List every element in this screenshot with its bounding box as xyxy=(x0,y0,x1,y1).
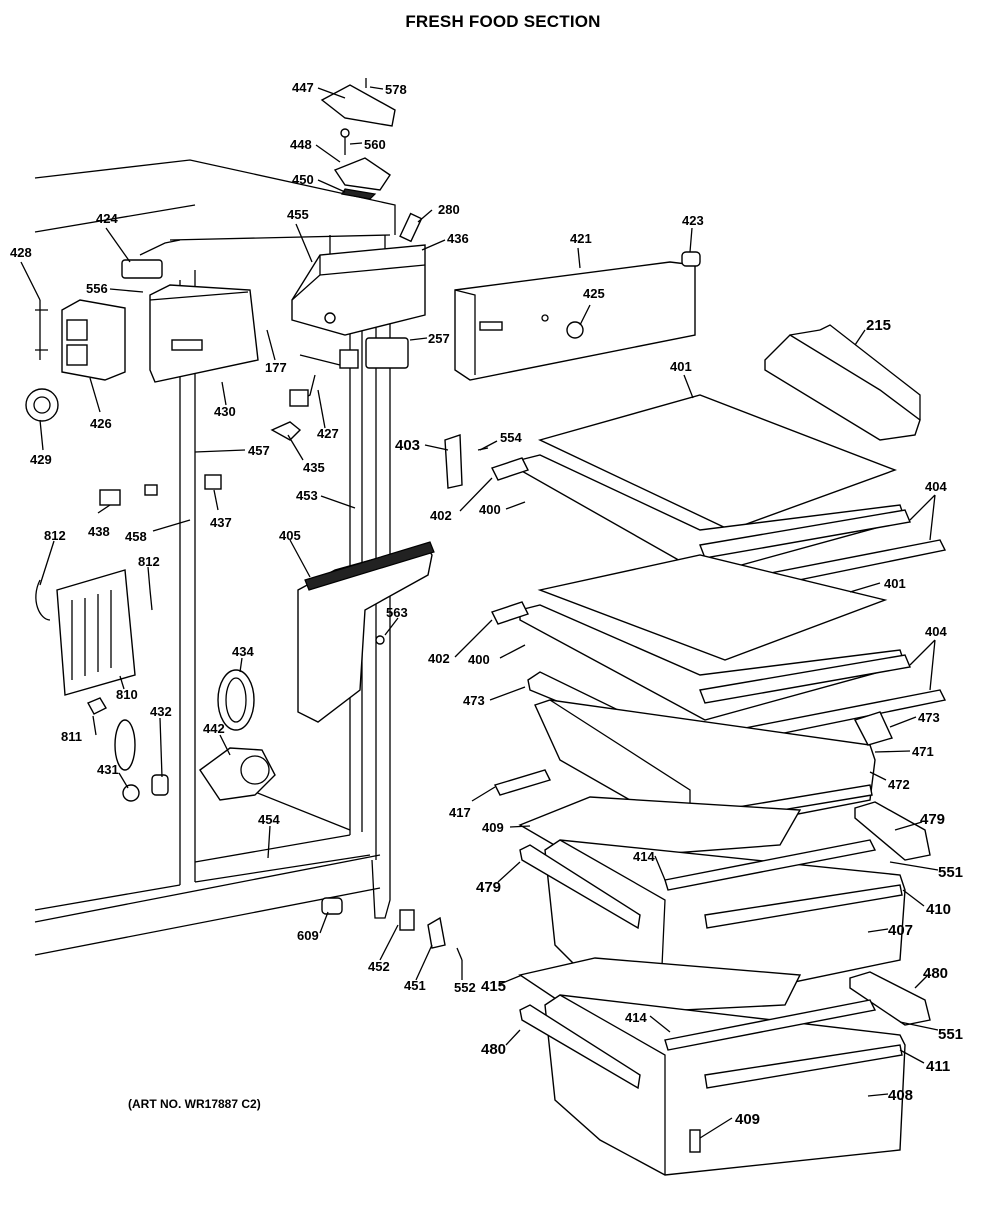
callout-280: 280 xyxy=(438,202,460,217)
diagram-title: FRESH FOOD SECTION xyxy=(405,12,601,31)
callout-409-upper: 409 xyxy=(482,820,504,835)
control-housing xyxy=(291,244,426,336)
callout-473-left: 473 xyxy=(463,693,485,708)
callout-417: 417 xyxy=(449,805,471,820)
callout-560: 560 xyxy=(364,137,386,152)
callout-421: 421 xyxy=(570,231,592,246)
top-hinge-assembly xyxy=(320,78,423,243)
callout-480-right: 480 xyxy=(923,965,948,982)
small-parts xyxy=(99,421,489,506)
callout-551-upper: 551 xyxy=(938,864,963,881)
callout-479-left: 479 xyxy=(476,879,501,896)
callout-402-upper: 402 xyxy=(430,508,452,523)
callout-435: 435 xyxy=(303,460,325,475)
callout-429: 429 xyxy=(30,452,52,467)
door-bin xyxy=(764,324,921,441)
callout-401-upper: 401 xyxy=(670,359,692,374)
callout-552: 552 xyxy=(454,980,476,995)
callout-400-upper: 400 xyxy=(479,502,501,517)
callout-402-lower: 402 xyxy=(428,651,450,666)
callout-257: 257 xyxy=(428,331,450,346)
callout-457: 457 xyxy=(248,443,270,458)
callout-471: 471 xyxy=(912,744,934,759)
leader-lines xyxy=(20,86,939,1139)
callout-414-upper: 414 xyxy=(633,849,655,864)
callout-454: 454 xyxy=(258,812,280,827)
callout-428: 428 xyxy=(10,245,32,260)
callout-403: 403 xyxy=(395,437,420,454)
callout-414-lower: 414 xyxy=(625,1010,647,1025)
callout-480-left: 480 xyxy=(481,1041,506,1058)
callout-415: 415 xyxy=(481,978,506,995)
callout-177: 177 xyxy=(265,360,287,375)
callout-473-right: 473 xyxy=(918,710,940,725)
lower-glass-shelf xyxy=(491,554,947,741)
callout-811: 811 xyxy=(61,729,82,744)
callout-458: 458 xyxy=(125,529,147,544)
callout-424: 424 xyxy=(96,211,118,226)
callout-400-lower: 400 xyxy=(468,652,490,667)
callout-405: 405 xyxy=(279,528,301,543)
callout-425: 425 xyxy=(583,286,605,301)
callout-472: 472 xyxy=(888,777,910,792)
lower-crisper-drawer xyxy=(518,957,931,1176)
callout-407: 407 xyxy=(888,922,913,939)
callout-447: 447 xyxy=(292,80,314,95)
callout-215: 215 xyxy=(866,317,891,334)
callout-609: 609 xyxy=(297,928,319,943)
callout-442: 442 xyxy=(203,721,225,736)
callout-551-lower: 551 xyxy=(938,1026,963,1043)
callout-430: 430 xyxy=(214,404,236,419)
callout-431: 431 xyxy=(97,762,119,777)
callout-426: 426 xyxy=(90,416,112,431)
callout-453: 453 xyxy=(296,488,318,503)
callout-427: 427 xyxy=(317,426,339,441)
art-number-label: (ART NO. WR17887 C2) xyxy=(128,1097,261,1111)
control-panel xyxy=(454,251,701,381)
callout-423: 423 xyxy=(682,213,704,228)
callout-438: 438 xyxy=(88,524,110,539)
callout-578: 578 xyxy=(385,82,407,97)
callout-556: 556 xyxy=(86,281,108,296)
callout-434: 434 xyxy=(232,644,254,659)
callout-455: 455 xyxy=(287,207,309,222)
callout-404-lower: 404 xyxy=(925,624,947,639)
callout-451: 451 xyxy=(404,978,426,993)
callout-432: 432 xyxy=(150,704,172,719)
callout-409-lower: 409 xyxy=(735,1111,760,1128)
callout-408: 408 xyxy=(888,1087,913,1104)
bottom-hardware xyxy=(321,897,463,961)
callout-437: 437 xyxy=(210,515,232,530)
callout-479-right: 479 xyxy=(920,811,945,828)
lamp-assembly xyxy=(114,669,276,802)
callout-436: 436 xyxy=(447,231,469,246)
cabinet-frame xyxy=(34,159,396,956)
callout-450: 450 xyxy=(292,172,314,187)
callout-554: 554 xyxy=(500,430,522,445)
air-duct xyxy=(297,541,435,723)
callout-labels: 578 447 560 448 450 280 455 436 424 428 … xyxy=(10,80,963,1128)
wiring-and-timer xyxy=(289,337,409,407)
callout-404-upper: 404 xyxy=(925,479,947,494)
callout-411: 411 xyxy=(926,1058,950,1075)
heater-panel xyxy=(35,569,153,715)
callout-563: 563 xyxy=(386,605,408,620)
callout-812-left: 812 xyxy=(44,528,66,543)
callout-410: 410 xyxy=(926,901,951,918)
callout-812-right: 812 xyxy=(138,554,160,569)
callout-452: 452 xyxy=(368,959,390,974)
left-electrical-parts xyxy=(25,239,259,422)
callout-810: 810 xyxy=(116,687,138,702)
callout-448: 448 xyxy=(290,137,312,152)
callout-401-lower: 401 xyxy=(884,576,906,591)
